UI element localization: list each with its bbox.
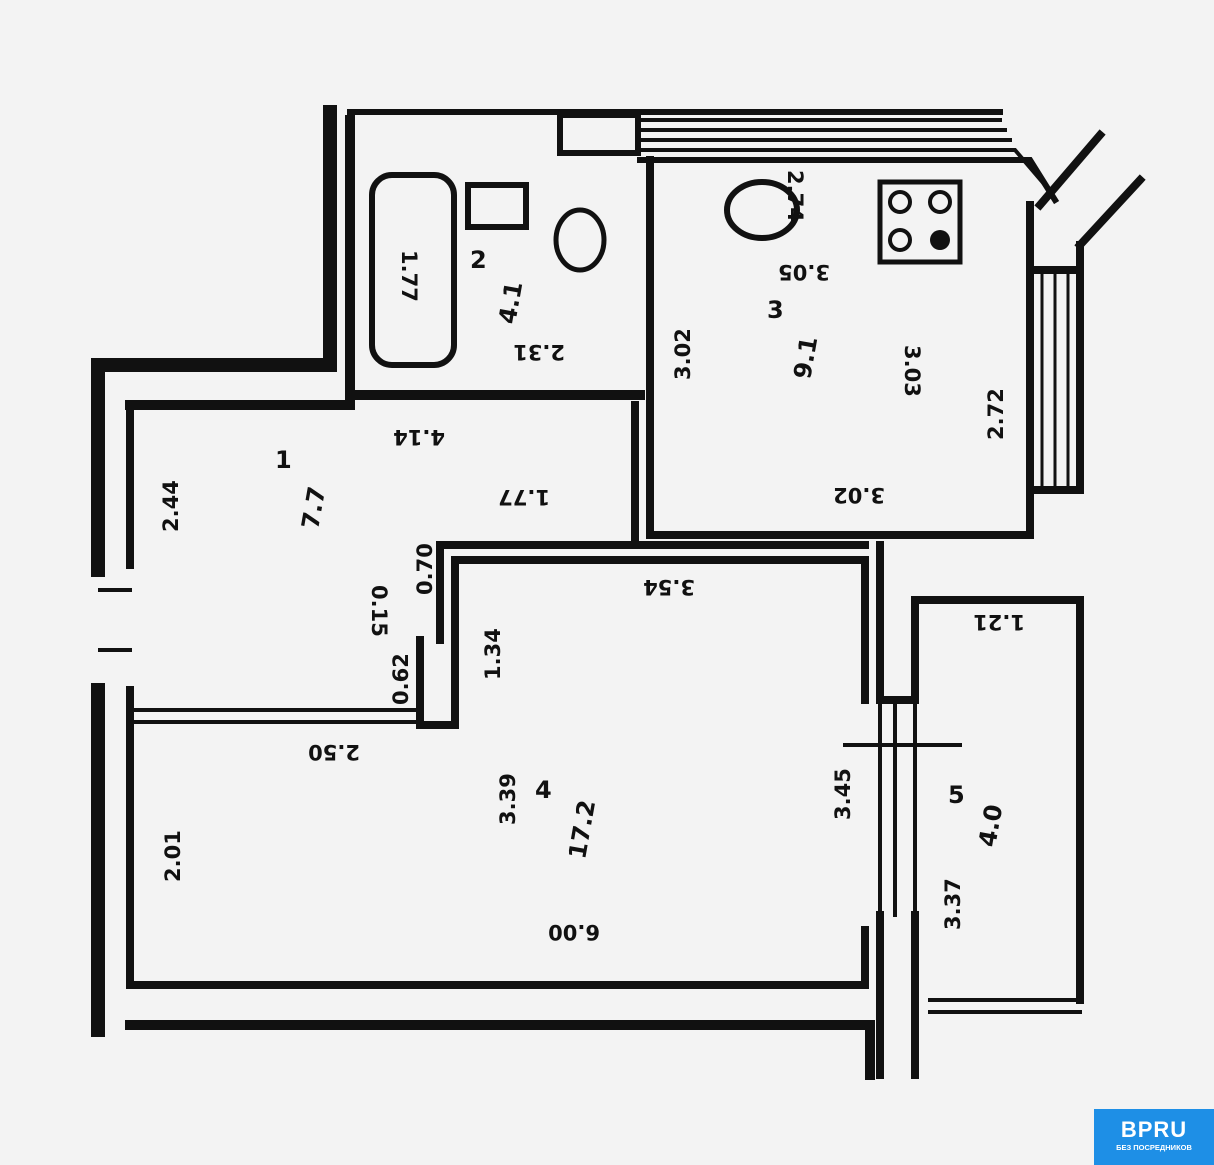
dim-balcony-side: 3.37 <box>941 878 965 930</box>
stove-burner <box>888 228 912 252</box>
bathroom-sink <box>465 182 529 230</box>
dim-kitchen-sink: 2.74 <box>783 170 807 222</box>
dim-living-right: 3.45 <box>831 768 855 820</box>
dim-kitchen-inner: 3.03 <box>900 345 924 397</box>
room-labels: 1 7.7 2 4.1 3 9.1 4 17.2 5 4.0 <box>275 246 1008 861</box>
walls <box>91 105 1146 1080</box>
dim-niche-015: 0.15 <box>367 585 391 637</box>
room-5-number: 5 <box>948 781 965 809</box>
bathtub <box>369 172 457 368</box>
stove <box>877 179 963 265</box>
room-5-area: 4.0 <box>973 802 1008 849</box>
logo-brand: BPRU <box>1120 1117 1188 1142</box>
logo-tagline: БЕЗ ПОСРЕДНИКОВ <box>1116 1143 1192 1152</box>
dim-hall-right: 1.77 <box>498 485 550 509</box>
dim-living-left: 2.01 <box>161 830 185 882</box>
stove-burner <box>888 190 912 214</box>
dim-hall-bottom: 2.50 <box>308 740 360 764</box>
dim-bath-right: 3.02 <box>671 328 695 380</box>
dim-kitchen-bottom: 3.02 <box>833 483 885 507</box>
fixtures <box>369 112 963 368</box>
room-4-number: 4 <box>535 776 552 804</box>
room-1-number: 1 <box>275 446 292 474</box>
dim-hall-left: 2.44 <box>159 480 183 532</box>
stove-burner <box>930 230 950 250</box>
dim-balcony-top: 1.21 <box>973 610 1025 634</box>
room-3-number: 3 <box>767 296 784 324</box>
room-1-area: 7.7 <box>296 484 331 531</box>
stove-burner <box>928 190 952 214</box>
dim-bathtub: 1.77 <box>397 250 421 302</box>
dim-niche-134: 1.34 <box>481 628 505 680</box>
dim-niche-070: 0.70 <box>413 543 437 595</box>
room-3-area: 9.1 <box>788 334 823 381</box>
dim-kitchen-window: 2.72 <box>984 388 1008 440</box>
room-4-area: 17.2 <box>563 798 601 861</box>
room-2-number: 2 <box>470 246 487 274</box>
ventilation-shaft <box>557 112 641 156</box>
dim-hall-top: 4.14 <box>393 425 445 449</box>
toilet <box>553 207 607 273</box>
dim-living-inner: 3.39 <box>496 773 520 825</box>
bpru-logo[interactable]: BPRU БЕЗ ПОСРЕДНИКОВ <box>1094 1109 1214 1165</box>
dimension-labels: 4.14 2.44 1.77 2.31 1.77 3.02 3.05 3.03 … <box>159 170 1025 944</box>
dim-living-top: 3.54 <box>643 575 695 599</box>
dim-kitchen-top: 3.05 <box>778 260 830 284</box>
room-2-area: 4.1 <box>493 279 528 326</box>
dim-living-bottom: 6.00 <box>548 920 600 944</box>
kitchen-sink <box>724 179 800 241</box>
dim-bath-bottom: 2.31 <box>513 340 565 364</box>
dim-niche-062: 0.62 <box>389 653 413 705</box>
